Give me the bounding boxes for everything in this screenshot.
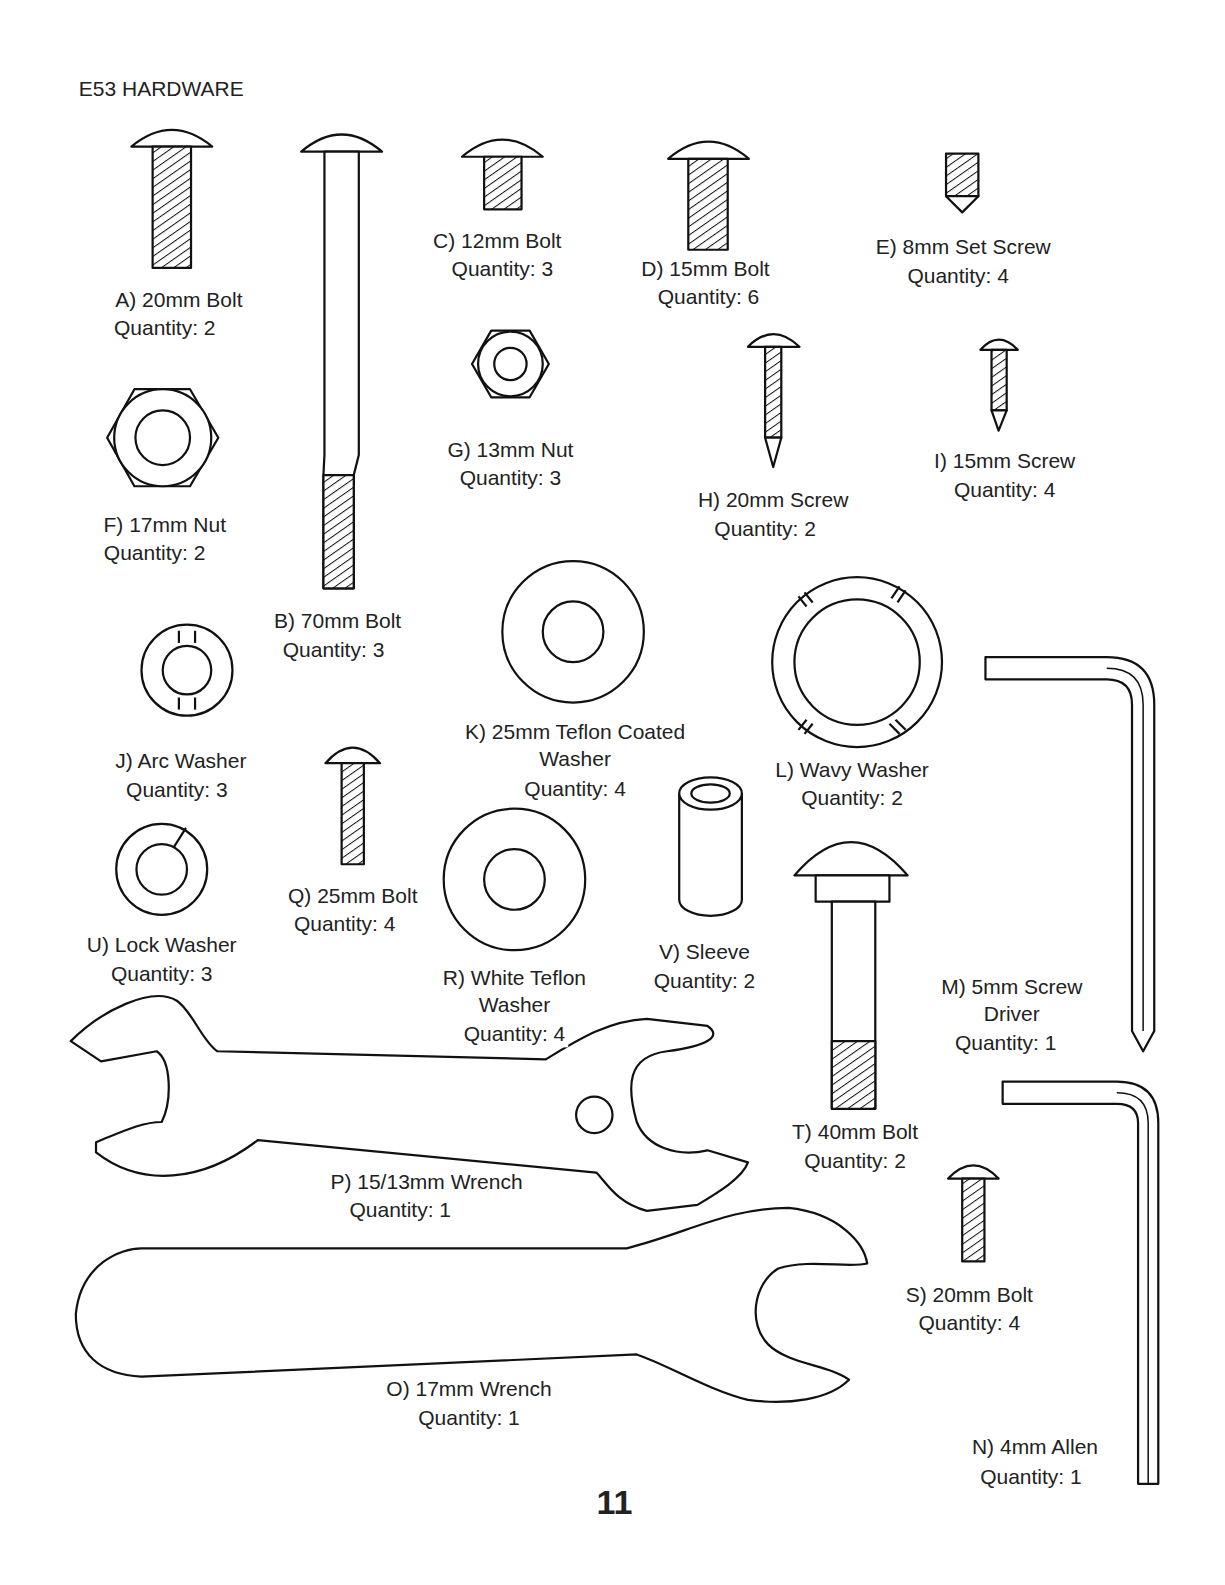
quantity-label: Quantity: 4 xyxy=(291,910,399,937)
wrench-p xyxy=(71,996,748,1211)
quantity-label: Quantity: 2 xyxy=(801,1148,909,1175)
part-label: E) 8mm Set Screw xyxy=(873,233,1054,260)
teflon-washer-r xyxy=(444,809,586,951)
page-title: E53 HARDWARE xyxy=(79,77,244,101)
teflon-washer-k xyxy=(502,561,644,703)
arc-washer-j xyxy=(142,625,233,716)
nut-g xyxy=(472,331,549,398)
part-label: D) 15mm Bolt xyxy=(638,255,772,282)
part-label: N) 4mm Allen xyxy=(969,1434,1101,1461)
screw-h xyxy=(748,334,800,467)
quantity-label: Quantity: 2 xyxy=(798,785,906,812)
part-label: B) 70mm Bolt xyxy=(271,607,404,634)
part-label: V) Sleeve xyxy=(656,938,753,965)
part-label: J) Arc Washer xyxy=(112,747,249,774)
part-label: S) 20mm Bolt xyxy=(903,1281,1036,1308)
quantity-label: Quantity: 2 xyxy=(711,515,819,542)
quantity-label: Quantity: 1 xyxy=(977,1463,1085,1490)
bolt-a xyxy=(131,130,212,268)
page-number: 11 xyxy=(594,1480,636,1524)
set-screw-e xyxy=(946,154,978,213)
part-label: C) 12mm Bolt xyxy=(430,227,564,254)
quantity-label: Quantity: 4 xyxy=(461,1020,569,1047)
quantity-label: Quantity: 3 xyxy=(457,464,565,491)
part-label: U) Lock Washer xyxy=(84,931,240,958)
part-label: T) 40mm Bolt xyxy=(789,1118,921,1145)
quantity-label: Quantity: 6 xyxy=(655,283,763,310)
part-label: I) 15mm Screw xyxy=(931,447,1078,474)
part-label: O) 17mm Wrench xyxy=(383,1375,554,1402)
wrench-o xyxy=(76,1208,867,1402)
quantity-label: Quantity: 2 xyxy=(101,539,209,566)
bolt-d xyxy=(668,142,749,250)
part-label: R) White Teflon Washer xyxy=(410,963,618,1018)
quantity-label: Quantity: 3 xyxy=(123,777,231,804)
sleeve-v xyxy=(679,777,742,915)
part-label: L) Wavy Washer xyxy=(772,757,932,784)
part-label: K) 25mm Teflon Coated Washer xyxy=(433,718,717,773)
quantity-label: Quantity: 4 xyxy=(916,1309,1024,1336)
part-label: P) 15/13mm Wrench xyxy=(327,1168,525,1195)
bolt-s xyxy=(948,1165,999,1261)
quantity-label: Quantity: 2 xyxy=(651,968,759,995)
nut-f xyxy=(107,389,218,486)
lock-washer-u xyxy=(116,824,207,915)
bolt-t xyxy=(794,842,907,1109)
quantity-label: Quantity: 1 xyxy=(952,1029,1060,1056)
part-label: Q) 25mm Bolt xyxy=(285,882,421,909)
part-label: F) 17mm Nut xyxy=(100,511,229,538)
quantity-label: Quantity: 4 xyxy=(951,477,1059,504)
screw-i xyxy=(980,340,1017,431)
part-label: G) 13mm Nut xyxy=(444,436,576,463)
quantity-label: Quantity: 4 xyxy=(521,776,629,803)
part-label: A) 20mm Bolt xyxy=(112,287,245,314)
part-label: M) 5mm Screw Driver xyxy=(913,972,1111,1027)
bolt-b xyxy=(301,135,382,589)
quantity-label: Quantity: 1 xyxy=(346,1196,454,1223)
wavy-washer-l xyxy=(772,577,942,747)
bolt-c xyxy=(462,140,543,210)
quantity-label: Quantity: 3 xyxy=(280,636,388,663)
quantity-label: Quantity: 3 xyxy=(108,961,216,988)
bolt-q xyxy=(325,748,380,865)
quantity-label: Quantity: 3 xyxy=(449,255,557,282)
quantity-label: Quantity: 4 xyxy=(904,262,1012,289)
part-label: H) 20mm Screw xyxy=(695,487,852,514)
quantity-label: Quantity: 1 xyxy=(415,1404,523,1431)
quantity-label: Quantity: 2 xyxy=(111,315,219,342)
